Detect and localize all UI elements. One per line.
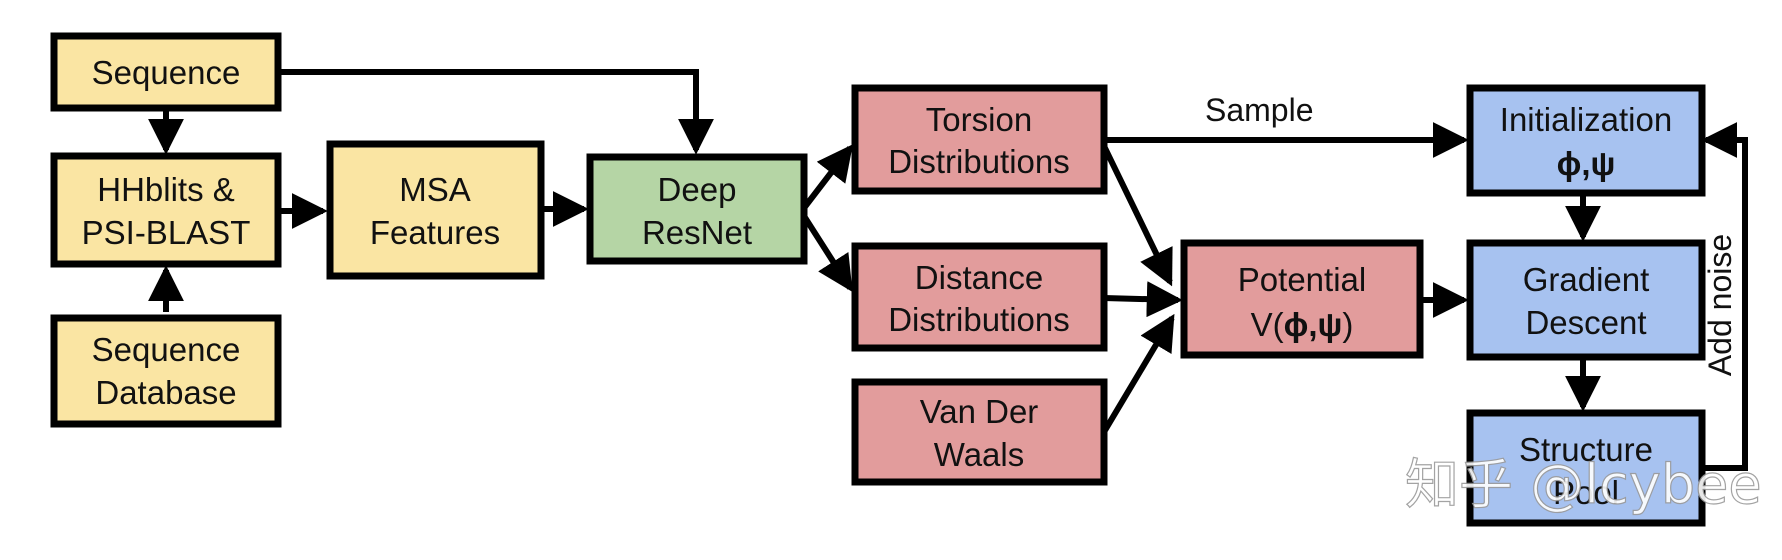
edge-structure-to-init-loop <box>1701 122 1748 471</box>
node-sequence-database: Sequence Database <box>50 314 282 428</box>
node-msa-features: MSA Features <box>326 140 545 280</box>
node-gradient-line1: Gradient <box>1523 261 1650 298</box>
node-van-der-waals: Van Der Waals <box>851 378 1108 486</box>
node-hhblits: HHblits & PSI-BLAST <box>50 152 282 268</box>
node-init-line1: Initialization <box>1500 101 1672 138</box>
node-distance-line2: Distributions <box>888 301 1070 338</box>
node-distance-line1: Distance <box>915 259 1043 296</box>
edge-resnet-to-torsion <box>801 144 853 210</box>
watermark: 知乎 @lcybee <box>1405 453 1762 516</box>
edge-sequence-to-resnet <box>278 69 714 155</box>
node-msa-line1: MSA <box>399 171 471 208</box>
edges <box>148 69 1748 471</box>
edge-distance-to-potential <box>1103 281 1183 318</box>
node-potential-line1: Potential <box>1238 261 1366 298</box>
node-sequence: Sequence <box>50 32 282 112</box>
node-structure-line1: Structure <box>1519 431 1653 468</box>
node-hhblits-line2: PSI-BLAST <box>82 214 251 251</box>
node-vdw-line2: Waals <box>934 436 1024 473</box>
node-torsion-line1: Torsion <box>926 101 1032 138</box>
node-init-formula: ϕ,ψ <box>1557 145 1616 182</box>
node-structure-line2: Pool <box>1553 474 1619 511</box>
node-seqdb-line2: Database <box>95 374 236 411</box>
node-sequence-line1: Sequence <box>92 54 241 91</box>
node-structure-pool: Structure Pool <box>1466 409 1706 527</box>
node-resnet-line1: Deep <box>658 171 737 208</box>
edge-resnet-to-distance <box>801 214 853 293</box>
node-hhblits-line1: HHblits & <box>97 171 235 208</box>
node-distance-distributions: Distance Distributions <box>851 242 1108 352</box>
edge-label-sample: Sample <box>1205 92 1314 128</box>
node-torsion-distributions: Torsion Distributions <box>851 84 1108 195</box>
node-msa-line2: Features <box>370 214 500 251</box>
node-initialization: Initialization ϕ,ψ <box>1466 84 1706 197</box>
edge-torsion-to-potential <box>1101 144 1173 287</box>
node-torsion-line2: Distributions <box>888 143 1070 180</box>
node-seqdb-line1: Sequence <box>92 331 241 368</box>
node-gradient-line2: Descent <box>1525 304 1646 341</box>
node-resnet-line2: ResNet <box>642 214 752 251</box>
node-potential-formula: V(ϕ,ψ) <box>1251 306 1354 343</box>
potential-formula-post: ) <box>1342 306 1353 343</box>
node-potential: Potential V(ϕ,ψ) <box>1180 239 1424 359</box>
node-deep-resnet: Deep ResNet <box>586 153 808 265</box>
potential-formula-pre: V( <box>1251 306 1284 343</box>
edge-vdw-to-potential <box>1101 313 1175 434</box>
node-gradient-descent: Gradient Descent <box>1466 239 1706 361</box>
node-vdw-line1: Van Der <box>920 393 1039 430</box>
potential-formula-symbols: ϕ,ψ <box>1284 306 1343 343</box>
edge-label-add-noise: Add noise <box>1702 234 1738 376</box>
